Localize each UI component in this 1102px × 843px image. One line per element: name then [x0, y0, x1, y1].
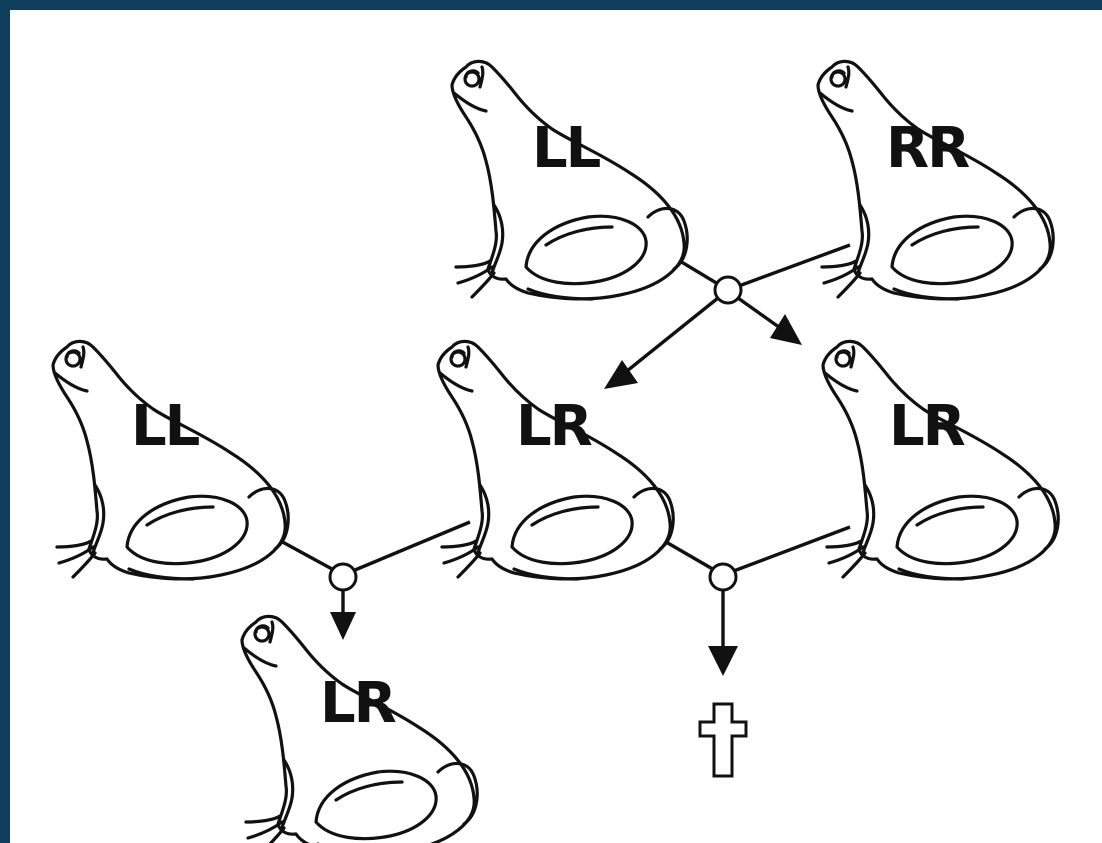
frog-gen2-outside: LL — [51, 339, 290, 581]
arrowheads — [330, 314, 802, 676]
mating-node-gen2-right — [708, 562, 738, 592]
frog-gen2-offspring-left: LR — [436, 339, 675, 581]
frog-gen3-offspring: LR — [240, 614, 479, 843]
parent-right-mating-line — [727, 243, 851, 292]
mating-node-gen2-left — [328, 562, 358, 592]
arrowhead-dead — [708, 646, 738, 676]
genotype-label: LL — [131, 394, 200, 459]
genotype-label: LL — [532, 116, 601, 181]
genotype-label: LR — [516, 394, 592, 459]
frog-parent-left: LL — [450, 59, 689, 301]
offspring-left-arrow-line — [620, 296, 720, 377]
arrowhead-offspring-left — [604, 360, 638, 389]
mating-node-parents — [713, 275, 743, 305]
genotype-label: LR — [889, 394, 965, 459]
dead-cross-icon — [698, 702, 748, 778]
arrowhead-offspring-right — [770, 314, 802, 345]
arrowhead-gen3 — [330, 612, 356, 640]
frog-parent-right: RR — [816, 59, 1055, 301]
genotype-label: RR — [886, 116, 969, 181]
genotype-label: LR — [320, 671, 396, 736]
frog-gen2-offspring-right: LR — [821, 339, 1060, 581]
gen2-right-mating-line — [722, 525, 851, 577]
gen2-left-mating-line — [342, 520, 471, 577]
